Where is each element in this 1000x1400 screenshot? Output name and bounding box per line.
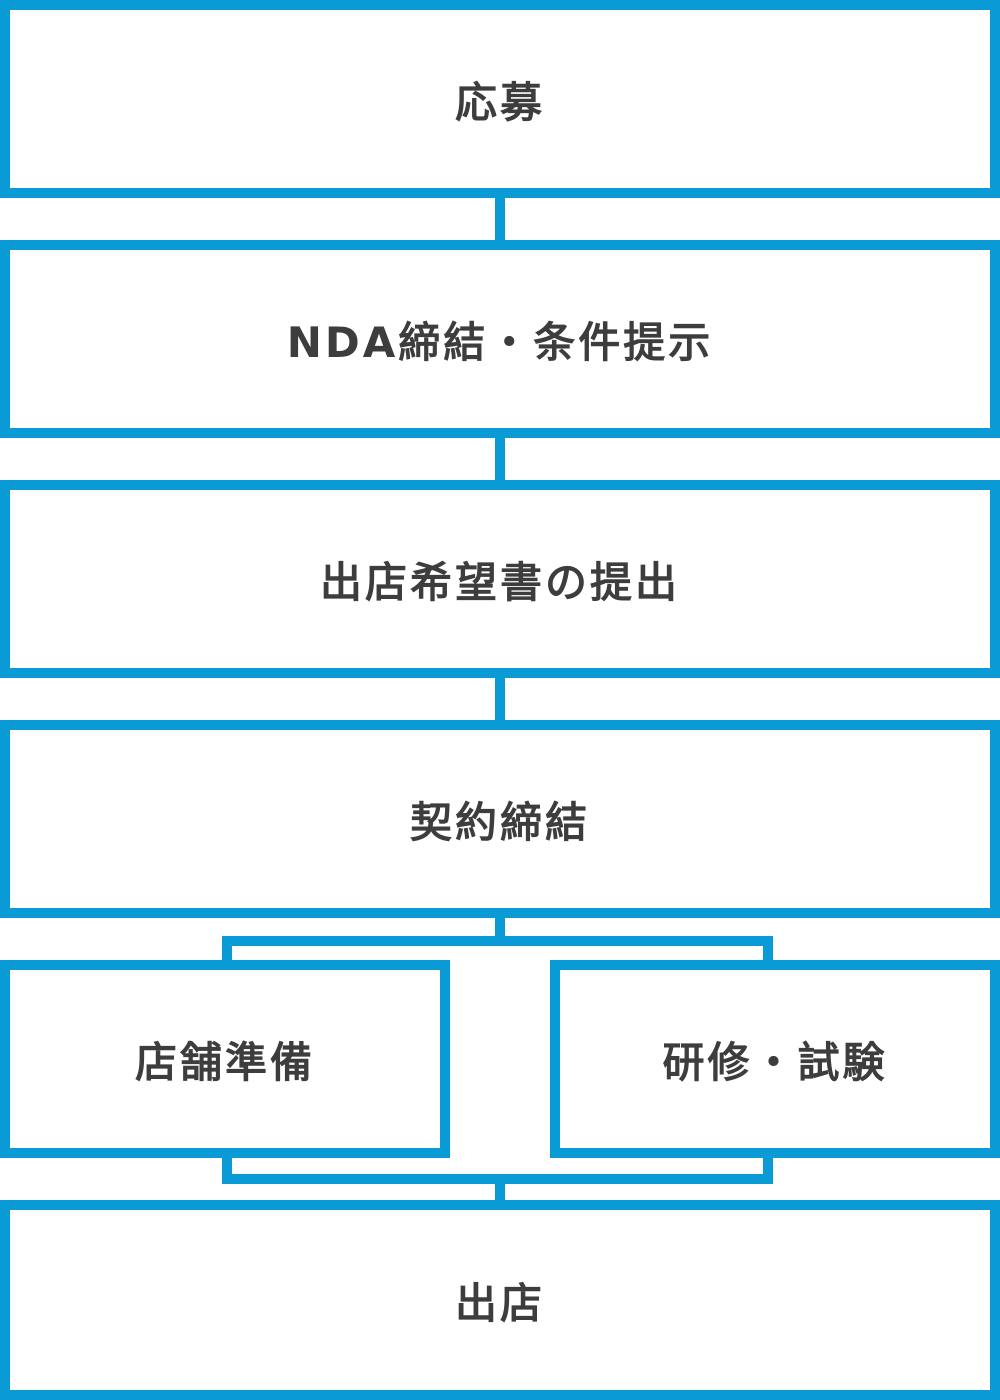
step-apply-box: 応募 bbox=[0, 0, 1000, 198]
connector-1 bbox=[495, 198, 505, 240]
step-training-label: 研修・試験 bbox=[662, 1037, 888, 1087]
connector-2 bbox=[495, 438, 505, 480]
step-open-box: 出店 bbox=[0, 1200, 1000, 1400]
step-contract-label: 契約締結 bbox=[409, 797, 590, 847]
branch-merge-bracket bbox=[222, 1150, 773, 1184]
step-nda-box: NDA締結・条件提示 bbox=[0, 240, 1000, 438]
step-application-doc-label: 出店希望書の提出 bbox=[319, 557, 680, 607]
branch-merge-stem bbox=[495, 1180, 505, 1202]
step-training-box: 研修・試験 bbox=[550, 960, 1000, 1158]
branch-split-stem bbox=[495, 918, 505, 940]
step-application-doc-box: 出店希望書の提出 bbox=[0, 480, 1000, 678]
connector-3 bbox=[495, 678, 505, 720]
step-nda-label: NDA締結・条件提示 bbox=[286, 317, 714, 367]
branch-split-bracket bbox=[222, 936, 773, 968]
step-store-prep-label: 店舗準備 bbox=[134, 1037, 315, 1087]
step-store-prep-box: 店舗準備 bbox=[0, 960, 450, 1158]
step-open-label: 出店 bbox=[454, 1278, 545, 1328]
step-contract-box: 契約締結 bbox=[0, 720, 1000, 918]
step-apply-label: 応募 bbox=[454, 77, 545, 127]
